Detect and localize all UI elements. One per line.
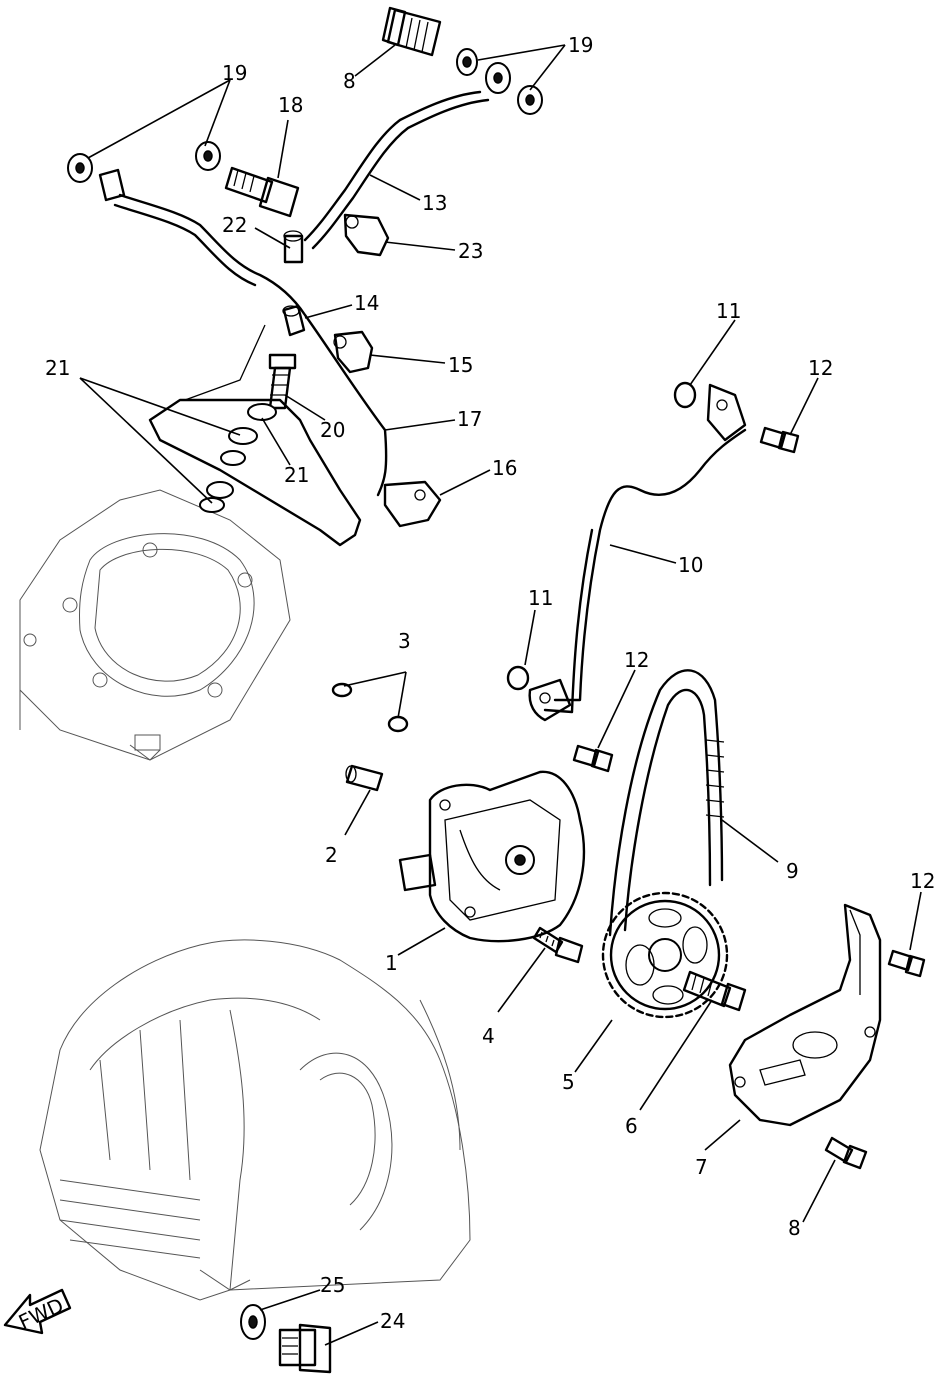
callout-11-lower: 11 <box>528 586 553 610</box>
callout-7: 7 <box>695 1155 708 1179</box>
callout-1: 1 <box>385 951 398 975</box>
callout-14: 14 <box>354 291 379 315</box>
leader-lines <box>79 44 922 1346</box>
callout-15: 15 <box>448 353 473 377</box>
callout-21-left: 21 <box>45 356 70 380</box>
callout-22: 22 <box>222 213 247 237</box>
callout-8-top: 8 <box>343 69 356 93</box>
pipe-joint-22 <box>283 230 304 264</box>
callout-11-upper: 11 <box>716 299 741 323</box>
oil-delivery-pipe <box>528 383 747 722</box>
pipe-joint-14 <box>282 304 306 337</box>
callout-19-right: 19 <box>568 33 593 57</box>
union-bolt-upper <box>759 426 800 454</box>
sprocket-cover <box>728 903 882 1127</box>
union-bolt-lower <box>572 744 614 773</box>
callout-21-right: 21 <box>284 463 309 487</box>
o-rings <box>331 682 409 733</box>
callout-12-cover: 12 <box>910 869 935 893</box>
callout-24: 24 <box>380 1309 405 1333</box>
drain-washer <box>240 1304 266 1340</box>
callout-13: 13 <box>422 191 447 215</box>
callout-19-left: 19 <box>222 61 247 85</box>
callout-25: 25 <box>320 1273 345 1297</box>
callout-labels: 1 2 3 4 5 6 7 8 8 9 10 11 11 12 12 12 13… <box>45 33 935 1333</box>
callout-17: 17 <box>457 407 482 431</box>
cylinder-block-outline <box>19 489 291 761</box>
callout-12-upper: 12 <box>808 356 833 380</box>
callout-10: 10 <box>678 553 703 577</box>
callout-16: 16 <box>492 456 517 480</box>
union-bolt-18 <box>224 166 300 218</box>
clamp-23 <box>343 213 390 257</box>
oil-pump-housing <box>398 770 586 943</box>
callout-5: 5 <box>562 1070 575 1094</box>
sprocket-bolt <box>682 970 747 1012</box>
crankcase-outline <box>39 939 471 1301</box>
callout-23: 23 <box>458 239 483 263</box>
callout-2: 2 <box>325 843 338 867</box>
drive-chain <box>608 669 725 937</box>
callout-3: 3 <box>398 629 411 653</box>
callout-8-bottom: 8 <box>788 1216 801 1240</box>
clamp-16 <box>383 480 442 528</box>
forward-arrow-icon: FWD <box>3 1288 72 1334</box>
drive-sprocket <box>601 891 729 1019</box>
callout-18: 18 <box>278 93 303 117</box>
oil-feed-pipe-upper <box>303 90 490 250</box>
union-bolt-top <box>381 6 442 57</box>
washers-21 <box>199 403 277 513</box>
callout-9: 9 <box>786 859 799 883</box>
oil-feed-pipe-lower <box>113 193 388 547</box>
clamp-15 <box>333 330 374 374</box>
callout-12-lower: 12 <box>624 648 649 672</box>
callout-4: 4 <box>482 1024 495 1048</box>
dowel-pin <box>345 764 384 792</box>
pipe-o-ring-lower <box>506 665 530 691</box>
bolt-20 <box>268 353 297 410</box>
washers-19 <box>67 48 543 202</box>
drain-bolt <box>278 1323 332 1374</box>
callout-6: 6 <box>625 1114 638 1138</box>
cover-bolt <box>824 1136 868 1170</box>
pipe-o-ring-upper <box>673 381 697 409</box>
pump-bolt <box>532 926 584 964</box>
union-bolt-cover <box>887 949 926 978</box>
callout-20: 20 <box>320 418 345 442</box>
